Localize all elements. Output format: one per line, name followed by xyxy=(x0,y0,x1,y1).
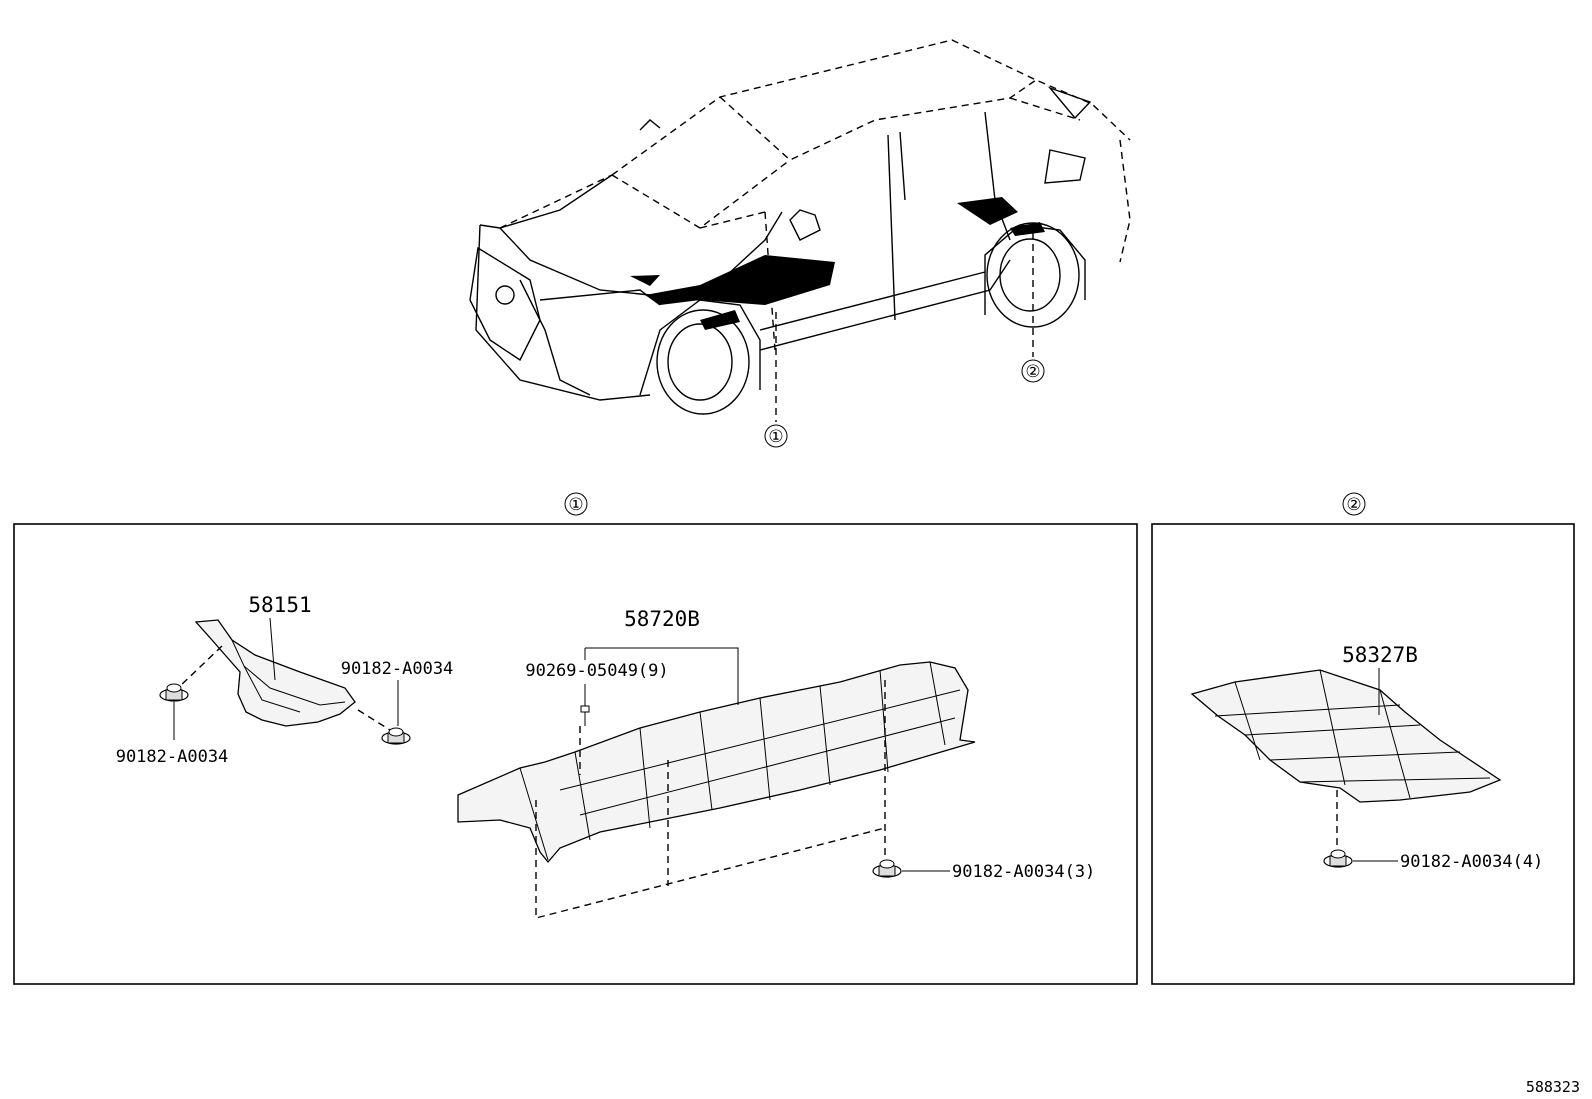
panel-2-frame xyxy=(1151,523,1575,985)
reference-number: 588323 xyxy=(1526,1078,1580,1096)
overview-callout-1: ① xyxy=(768,427,783,447)
cover-58327B-shape xyxy=(1190,669,1502,803)
clip-left-icon xyxy=(159,683,189,702)
label-90182-4: 90182-A0034(4) xyxy=(1400,852,1543,872)
label-90269: 90269-05049(9) xyxy=(525,661,668,681)
insulator-58151-shape xyxy=(194,619,356,727)
insulator-58720B-shape xyxy=(457,661,976,864)
overview-callout-2: ② xyxy=(1025,362,1040,382)
label-58327B: 58327B xyxy=(1342,643,1418,667)
label-58720B: 58720B xyxy=(624,607,700,631)
label-58151: 58151 xyxy=(248,593,311,617)
clip-right-icon xyxy=(381,727,411,745)
panel-1: ① 58151 90182-A0034 90182-A0034 xyxy=(13,492,1138,985)
label-90182-3: 90182-A0034(3) xyxy=(952,862,1095,882)
screw-icon xyxy=(580,705,590,726)
panel-1-frame xyxy=(13,523,1138,985)
clip-bottom-icon xyxy=(872,859,902,878)
clip-panel2-icon xyxy=(1323,849,1353,868)
panel-2-heading: ② xyxy=(1346,495,1361,515)
panel-2: ② 58327B 90182-A0034(4) xyxy=(1151,492,1575,985)
panel-1-heading: ① xyxy=(568,495,583,515)
label-90182-right: 90182-A0034 xyxy=(341,659,454,679)
car-illustration: ① ② xyxy=(469,39,1131,448)
label-90182-left: 90182-A0034 xyxy=(116,747,229,767)
